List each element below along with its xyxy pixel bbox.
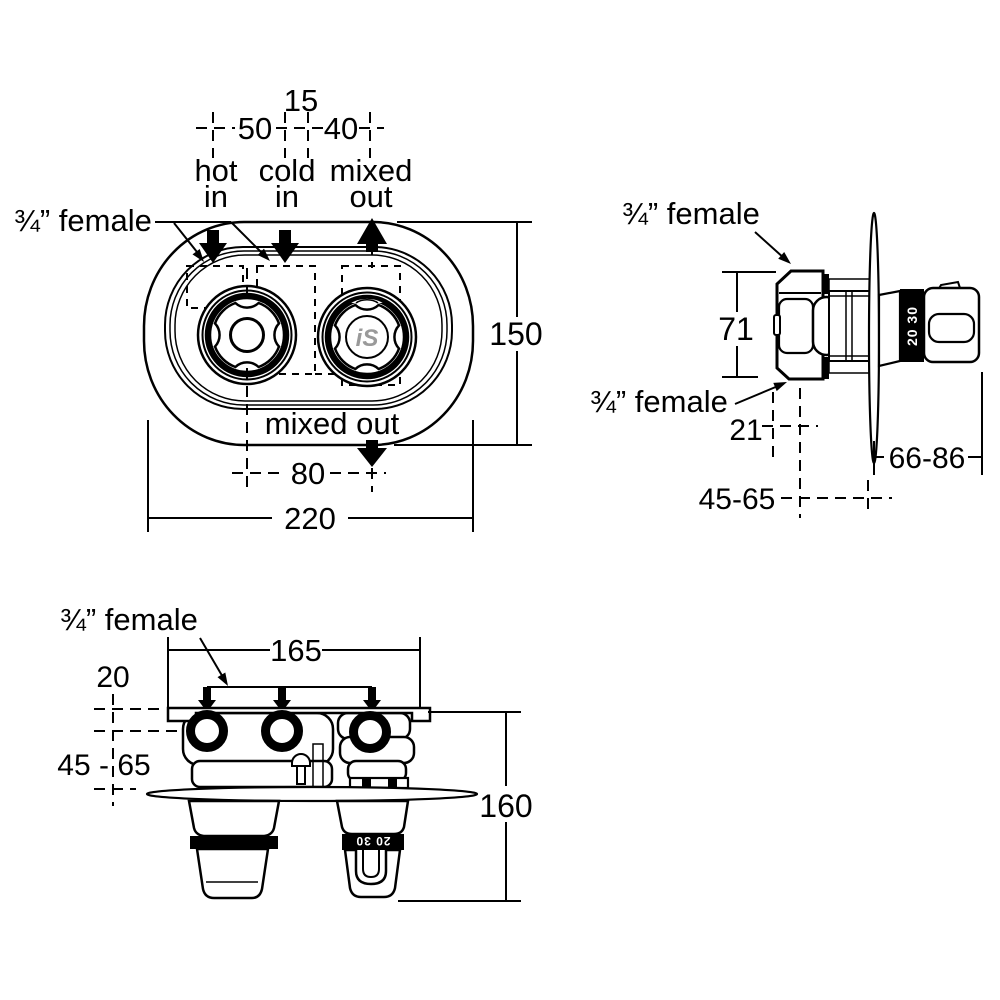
dim-45-65-side: 45-65 [699,480,892,516]
dim-165: 165 [167,633,421,708]
dim-40-label: 40 [324,111,358,146]
dim-top-spacings: 15 50 40 [196,83,384,146]
hot-in-label: hot [194,153,237,188]
dim-71: 71 [718,271,776,378]
mixed-out-label: mixed [330,153,413,188]
dim-21: 21 [729,388,818,518]
dim-15-label: 15 [284,83,318,118]
mixed-out-bottom-arrow-icon [357,440,387,467]
side-wall-plate [867,211,881,465]
front-female-callout: ¾” female [14,203,270,262]
port-arrows [198,686,381,712]
temp-scale-label-top-view: 20 30 [355,834,390,848]
dim-45-65-top-label: 45 - 65 [57,749,150,782]
top-knob-left [187,799,281,900]
front-female-label: ¾” female [14,203,152,238]
temp-scale-band-top-view [342,834,404,850]
hot-in-arrow-icon [199,230,227,263]
top-valve-body [166,706,432,790]
port-labels: hot in cold in mixed out [194,153,412,214]
mixed-out-arrow-icon [357,218,387,252]
dim-160-label: 160 [479,788,532,824]
side-female-label-bottom: ¾” female [590,384,728,419]
dim-220-label: 220 [284,501,336,536]
port-mixed [349,711,391,753]
dim-80-label: 80 [291,456,325,491]
svg-text:in: in [275,179,299,214]
side-female-label-top: ¾” female [622,196,760,231]
dim-45-65-top: 45 - 65 [57,749,151,790]
top-wall-plate [145,785,479,803]
flow-arrows [199,218,387,467]
dim-66-86-label: 66-86 [889,442,966,475]
dim-20: 20 [94,661,205,806]
cold-in-arrow-icon [271,230,299,263]
temp-scale-label: 20 30 [904,306,920,346]
side-valve-body [773,269,871,381]
top-knob-right: 20 30 [335,799,410,899]
oval-trim-plate [142,220,475,447]
dim-45-65-side-label: 45-65 [699,483,776,516]
side-view: ¾” female 20 30 [590,196,983,518]
svg-text:out: out [349,179,392,214]
dim-80: 80 [232,456,386,491]
dim-50-label: 50 [238,111,272,146]
dim-150-label: 150 [489,316,542,352]
front-knob-right: iS [316,286,418,388]
top-female-label: ¾” female [60,602,198,637]
side-knob-assembly: 20 30 [877,280,981,368]
cold-in-label: cold [259,153,316,188]
dim-165-label: 165 [270,633,322,668]
dim-71-label: 71 [718,311,754,347]
port-hot [186,710,228,752]
front-centerlines [212,112,373,492]
temp-scale-band [900,289,924,362]
top-view: ¾” female 165 20 [57,602,533,902]
ideal-standard-logo: iS [356,325,379,352]
svg-text:in: in [204,179,228,214]
dim-21-label: 21 [729,414,762,447]
dim-150: 150 [394,221,543,446]
mixed-out-plate-label: mixed out [265,406,400,441]
dim-66-86: 66-86 [873,372,983,475]
front-view: iS 15 50 40 hot in cold in [14,83,543,536]
dim-160: 160 [398,711,533,902]
port-cold [261,710,303,752]
dim-20-label: 20 [96,661,129,694]
dim-220: 220 [147,420,474,536]
